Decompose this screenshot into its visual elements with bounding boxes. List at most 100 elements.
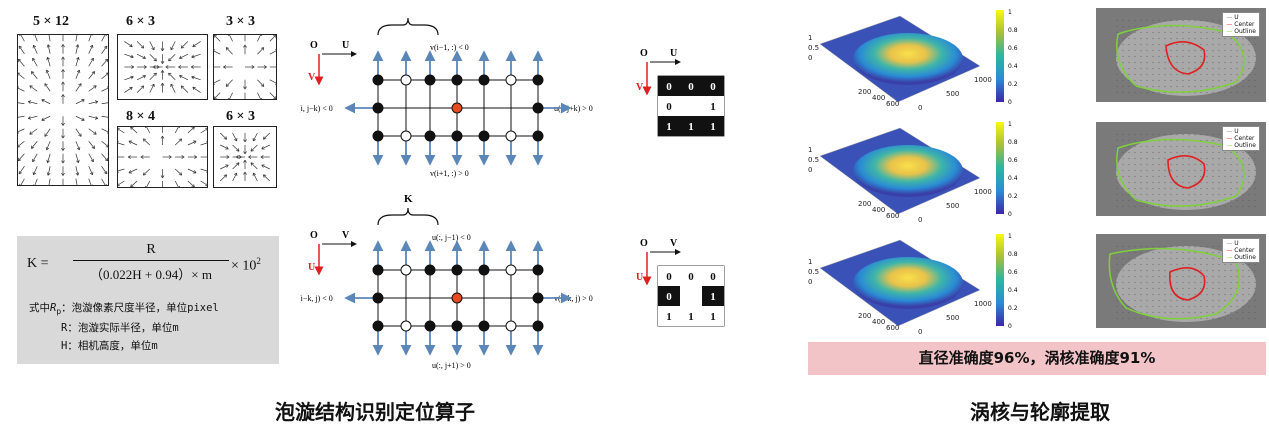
photo-vector: [1157, 281, 1161, 284]
photo-vector: [1121, 311, 1125, 314]
photo-vector: [1241, 299, 1245, 302]
photo-vector: [1211, 269, 1215, 272]
photo-vector: [1217, 245, 1221, 248]
photo-vector: [1175, 175, 1179, 178]
photo-vector: [1199, 79, 1203, 82]
field-arrow-head: [151, 83, 155, 88]
photo-vector: [1133, 281, 1137, 284]
field-arrow: [33, 178, 38, 188]
grid-node: [400, 264, 412, 276]
photo-vector: [1163, 37, 1167, 40]
photo-vector: [1145, 43, 1149, 46]
matrix-value: 0: [666, 81, 672, 93]
photo-vector: [1199, 163, 1203, 166]
photo-vector: [1157, 37, 1161, 40]
field-arrow-head: [61, 94, 65, 98]
photo-vector: [1169, 145, 1173, 148]
photo-vector: [1157, 157, 1161, 160]
field-arrow: [145, 124, 151, 134]
photo-vector: [1241, 311, 1245, 314]
grid-node: [424, 264, 436, 276]
photo-vector: [1133, 157, 1137, 160]
photo-vector: [1193, 73, 1197, 76]
photo-vector: [1115, 257, 1119, 260]
field-arrow: [252, 132, 258, 142]
field-arrow-head: [76, 69, 81, 74]
photo-vector: [1229, 175, 1233, 178]
photo-vector: [1241, 305, 1245, 308]
field-arrow: [143, 168, 151, 176]
field-arrow: [257, 92, 262, 102]
photo-vector: [1157, 287, 1161, 290]
note-1-text: ：泡漩像素尺度半径，单位pixel: [61, 302, 219, 314]
photo-vector: [1211, 175, 1215, 178]
photo-vector: [1145, 55, 1149, 58]
photo-vector: [1253, 193, 1257, 196]
note-1-sym: R: [50, 302, 57, 314]
field-arrow: [75, 57, 79, 67]
center-contour: [1169, 267, 1206, 301]
field-arrow: [115, 141, 125, 146]
photo-vector: [1217, 19, 1221, 22]
field-arrow-head: [225, 164, 229, 168]
photo-vector: [1187, 19, 1191, 22]
photo-vector: [1139, 151, 1143, 154]
grid-bottom: [344, 240, 572, 356]
photo-vector: [1211, 151, 1215, 154]
photo-vector: [1217, 67, 1221, 70]
field-arrow-head: [243, 151, 247, 155]
field-arrow-head: [165, 65, 169, 69]
field-arrow: [32, 57, 38, 67]
field-arrow-head: [128, 140, 132, 144]
right-caption: 涡核与轮廓提取: [970, 400, 1110, 424]
photo-vector: [1223, 43, 1227, 46]
photo-vector: [1169, 263, 1173, 266]
photo-vector: [1199, 61, 1203, 64]
photo-vector: [1211, 275, 1215, 278]
photo-vector: [1229, 73, 1233, 76]
field-arrow-head: [61, 147, 65, 151]
photo-vector: [1151, 43, 1155, 46]
field-arrow-head: [236, 162, 240, 166]
legend-outline-3: — Outline: [1226, 254, 1256, 261]
field-arrow: [143, 138, 151, 146]
field-arrow-head: [261, 146, 265, 150]
photo-vector: [1205, 55, 1209, 58]
field-arrow-head: [61, 122, 65, 126]
photo-vector: [1169, 299, 1173, 302]
y-tick: 1000: [974, 300, 992, 308]
photo-vector: [1193, 79, 1197, 82]
photo-vector: [1175, 293, 1179, 296]
photo-vector: [1223, 175, 1227, 178]
photo-vector: [1241, 193, 1245, 196]
photo-vector: [1229, 91, 1233, 94]
photo-vector: [1199, 19, 1203, 22]
photo-vector: [1175, 37, 1179, 40]
photo-vector: [1145, 169, 1149, 172]
field-arrow: [88, 141, 95, 149]
photo-vector: [1193, 293, 1197, 296]
field-arrow: [225, 47, 233, 55]
photo-vector: [1139, 299, 1143, 302]
photo-vector: [1199, 133, 1203, 136]
photo-vector: [1169, 311, 1173, 314]
field-arrow: [75, 69, 80, 79]
photo-vector: [1133, 263, 1137, 266]
center-node: [451, 292, 463, 304]
photo-vector: [1157, 49, 1161, 52]
field-arrow-head: [27, 100, 32, 104]
photo-vector: [1151, 145, 1155, 148]
field-arrow-head: [76, 146, 81, 151]
grid-node: [372, 264, 384, 276]
photo-vector: [1211, 79, 1215, 82]
photo-vector: [1175, 85, 1179, 88]
field-arrow-head: [75, 172, 80, 176]
photo-vector: [1163, 169, 1167, 172]
field-arrow: [46, 69, 51, 79]
photo-vector: [1187, 251, 1191, 254]
grid-node: [505, 320, 517, 332]
photo-vector: [1175, 263, 1179, 266]
photo-vector: [1247, 311, 1251, 314]
photo-vector: [1211, 61, 1215, 64]
